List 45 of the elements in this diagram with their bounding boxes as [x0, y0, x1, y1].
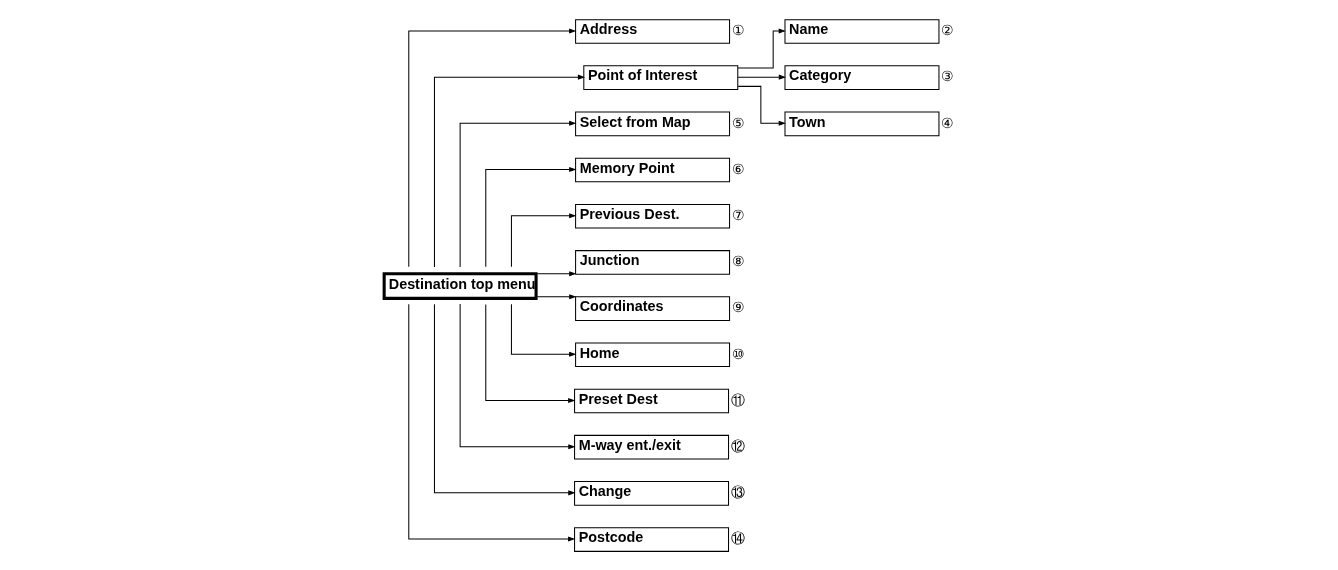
node-box: Name	[784, 19, 940, 44]
arrow	[485, 303, 576, 403]
arrow	[510, 213, 577, 268]
node-box: Previous Dest.	[575, 203, 731, 229]
arrow	[408, 303, 576, 542]
node-box: Point of Interest	[583, 65, 739, 90]
arrow	[737, 28, 786, 69]
node-box: Postcode	[574, 527, 730, 552]
arrow	[408, 28, 577, 268]
node-label: ⑩	[731, 345, 745, 362]
node-box: Address	[575, 19, 731, 44]
arrow	[510, 303, 577, 357]
node-label: ⑫	[730, 437, 745, 454]
node-label: ⑭	[730, 530, 745, 547]
arrow	[536, 271, 577, 277]
arrow	[433, 74, 586, 268]
node-label: ⑬	[730, 484, 745, 501]
arrow	[485, 167, 577, 268]
node-label: ④	[941, 114, 955, 131]
node-box: Coordinates	[575, 296, 731, 321]
arrow	[737, 85, 786, 126]
node-box: Select from Map	[575, 111, 731, 137]
arrow	[459, 303, 576, 450]
arrow	[737, 74, 786, 80]
node-box: Destination top menu	[382, 272, 538, 300]
node-box: Town	[784, 111, 940, 137]
node-label: ⑤	[731, 114, 745, 131]
node-box: M-way ent./exit	[574, 434, 730, 460]
arrow	[433, 303, 576, 496]
node-label: ⑪	[730, 391, 745, 408]
node-box: Preset Dest	[574, 388, 730, 414]
node-label: ⑨	[731, 299, 745, 316]
arrow	[459, 120, 577, 268]
node-box: Change	[574, 481, 730, 506]
arrow	[536, 294, 577, 300]
node-label: ③	[941, 68, 955, 85]
node-label: ①	[731, 22, 745, 39]
node-label: ⑦	[731, 207, 745, 224]
node-label: ②	[941, 22, 955, 39]
node-box: Category	[784, 65, 940, 90]
node-box: Junction	[575, 250, 731, 275]
node-box: Memory Point	[575, 157, 731, 183]
node-label: ⑧	[731, 253, 745, 270]
node-label: ⑥	[731, 160, 745, 177]
node-box: Home	[575, 342, 731, 368]
